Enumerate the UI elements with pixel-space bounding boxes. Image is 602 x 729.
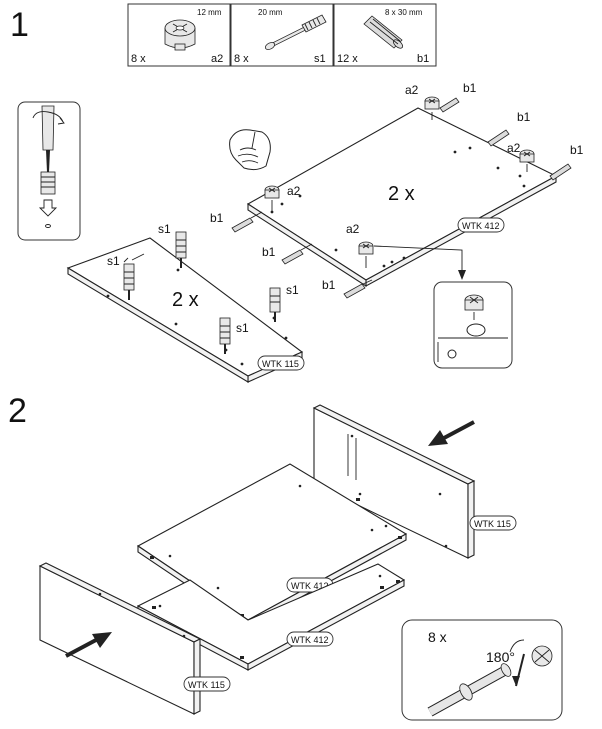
svg-text:WTK 115: WTK 115 [188, 680, 225, 690]
cam-bolt-detail-icon [427, 663, 512, 717]
side-panel-right: WTK 115 [312, 404, 517, 559]
svg-text:WTK 412: WTK 412 [462, 221, 500, 231]
panel-wtk-412-tag: WTK 412 [457, 217, 505, 233]
cam-lock-icon [164, 19, 196, 51]
cam-lock-a2-left [264, 185, 280, 212]
callout-a2-left: a2 [287, 184, 301, 198]
screwdriver-detail-icon [509, 639, 553, 687]
arrow-left-panel-icon [65, 632, 112, 658]
shelf-panel-bottom-tag: WTK 412 [286, 631, 334, 647]
callout-s1-2: s1 [107, 254, 120, 268]
detail-angle: 180° [486, 649, 515, 665]
part-size-cam-lock: 12 mm [197, 8, 222, 17]
cam-lock-a2-top [424, 96, 440, 120]
parts-legend: 12 mm 8 x a2 20 mm 8 x s1 8 x 30 mm [127, 3, 437, 67]
cam-turn-detail-inset: 8 x 180° [401, 619, 563, 721]
side-panel-left-tag: WTK 115 [183, 676, 231, 692]
detail-leader-line [373, 245, 463, 270]
svg-text:WTK 115: WTK 115 [262, 359, 299, 369]
hand-press-icon [229, 129, 271, 171]
part-code-cam-lock: a2 [211, 53, 223, 65]
cam-bolts-s1 [123, 231, 281, 354]
callout-s1-1: s1 [158, 222, 171, 236]
side-panel-right-tag: WTK 115 [469, 515, 517, 531]
detail-qty: 8 x [428, 629, 447, 645]
callout-b1-right2: b1 [570, 143, 584, 157]
part-qty-cam-lock: 8 x [131, 53, 146, 65]
svg-text:WTK 412: WTK 412 [291, 581, 329, 591]
callout-b1-right1: b1 [517, 110, 531, 124]
step-1-number: 1 [10, 6, 29, 44]
down-arrow-icon [38, 199, 58, 217]
detail-arrow-icon [458, 270, 466, 280]
svg-text:WTK 412: WTK 412 [291, 635, 329, 645]
callout-a2-right: a2 [507, 141, 521, 155]
part-size-cam-bolt: 20 mm [258, 8, 283, 17]
panel-wtk-412-qty: 2 x [388, 183, 415, 205]
cam-lock-detail-inset [433, 281, 513, 369]
svg-text:WTK 115: WTK 115 [474, 519, 511, 529]
part-code-cam-bolt: s1 [314, 53, 326, 65]
callout-b1-top: b1 [463, 81, 477, 95]
callout-a2-mid: a2 [346, 222, 360, 236]
callout-a2-top: a2 [405, 83, 419, 97]
arrow-right-panel-icon [428, 420, 475, 446]
part-size-dowel: 8 x 30 mm [385, 8, 423, 17]
panel-wtk-115-qty: 2 x [172, 289, 199, 311]
part-code-dowel: b1 [417, 53, 429, 65]
part-qty-cam-bolt: 8 x [234, 53, 249, 65]
panel-wtk-115: 2 x WTK 115 [66, 237, 305, 383]
part-box-cam-bolt [230, 3, 334, 67]
dowels-b1-large-panel [231, 97, 572, 299]
callout-b1-left2: b1 [262, 245, 276, 259]
wood-dowel-icon [363, 15, 404, 49]
shelf-panel-bottom: WTK 412 [136, 563, 406, 671]
side-panel-left: WTK 115 [38, 562, 231, 715]
callout-b1-left1: b1 [210, 211, 224, 225]
callout-s1-4: s1 [236, 321, 249, 335]
step-2-number: 2 [8, 392, 27, 430]
callout-s1-3: s1 [286, 283, 299, 297]
panel-wtk-115-tag: WTK 115 [257, 355, 305, 371]
panel-wtk-412: 2 x WTK 412 [246, 107, 558, 288]
part-qty-dowel: 12 x [337, 53, 358, 65]
cam-bolt-icon [264, 14, 327, 50]
callout-b1-bottom: b1 [322, 278, 336, 292]
cam-lock-a2-mid [358, 241, 374, 268]
screwdriver-inset [17, 101, 81, 241]
cam-lock-a2-right [519, 149, 535, 172]
